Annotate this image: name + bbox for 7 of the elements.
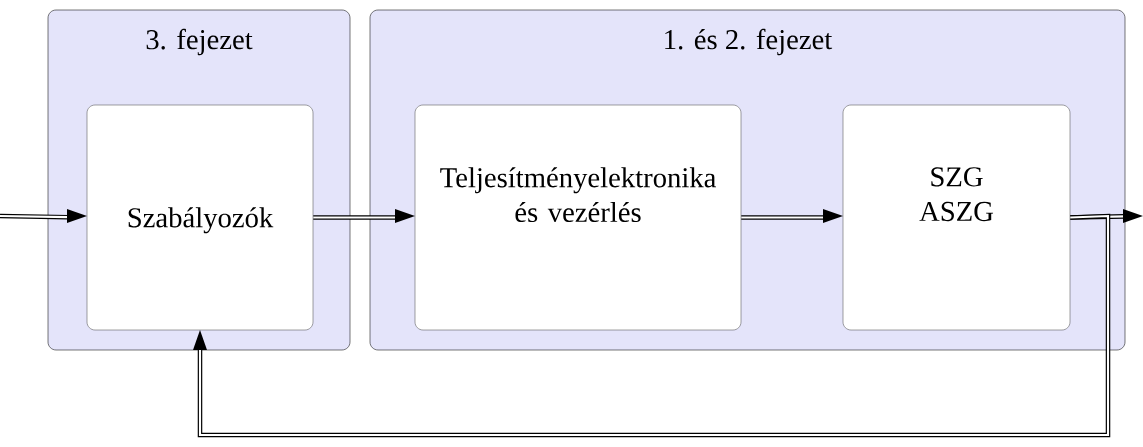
process-box: SZG ASZG [842, 104, 1071, 331]
arrow [313, 209, 415, 223]
process-box: Szabályozók [86, 104, 314, 331]
arrow [193, 213, 1111, 438]
process-box: Teljesítményelektronika és vezérlés [414, 104, 742, 331]
arrow [0, 209, 87, 223]
arrow [741, 209, 843, 223]
